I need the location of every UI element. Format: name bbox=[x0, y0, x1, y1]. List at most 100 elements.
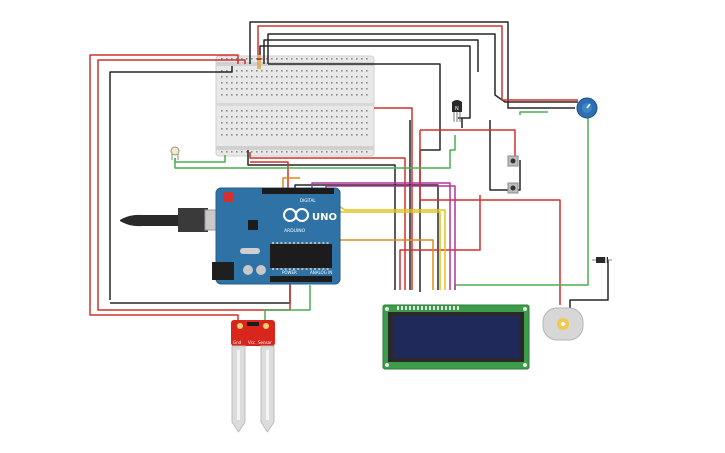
breadboard-hole bbox=[271, 94, 273, 96]
breadboard-hole bbox=[256, 134, 258, 136]
breadboard-hole bbox=[271, 58, 273, 60]
breadboard-hole bbox=[241, 128, 243, 130]
breadboard-hole bbox=[266, 116, 268, 118]
breadboard-hole bbox=[306, 70, 308, 72]
breadboard-hole bbox=[271, 82, 273, 84]
wire-green bbox=[264, 285, 311, 320]
breadboard-hole bbox=[286, 70, 288, 72]
breadboard-hole bbox=[281, 88, 283, 90]
chip-pin bbox=[314, 242, 316, 244]
breadboard-hole bbox=[356, 58, 358, 60]
breadboard-hole bbox=[236, 128, 238, 130]
breadboard-hole bbox=[366, 151, 368, 153]
pushbutton[interactable] bbox=[507, 182, 519, 194]
breadboard-hole bbox=[321, 116, 323, 118]
breadboard-hole bbox=[316, 110, 318, 112]
pushbutton[interactable] bbox=[507, 155, 519, 167]
transistor[interactable]: N bbox=[452, 100, 462, 122]
breadboard-hole bbox=[366, 94, 368, 96]
breadboard-hole bbox=[336, 70, 338, 72]
breadboard-hole bbox=[241, 110, 243, 112]
breadboard-hole bbox=[361, 88, 363, 90]
breadboard-hole bbox=[356, 134, 358, 136]
chip-pin bbox=[288, 268, 291, 270]
breadboard-hole bbox=[256, 76, 258, 78]
breadboard-hole bbox=[331, 76, 333, 78]
breadboard-hole bbox=[341, 88, 343, 90]
breadboard-hole bbox=[271, 116, 273, 118]
breadboard-hole bbox=[236, 116, 238, 118]
dc-motor[interactable] bbox=[542, 307, 584, 341]
wires bbox=[89, 21, 609, 320]
breadboard-hole bbox=[256, 88, 258, 90]
breadboard-hole bbox=[276, 128, 278, 130]
breadboard-hole bbox=[286, 82, 288, 84]
wire-red bbox=[419, 130, 561, 305]
chip-pin bbox=[280, 242, 283, 244]
chip-pin bbox=[305, 242, 308, 244]
breadboard[interactable] bbox=[215, 55, 375, 157]
breadboard-hole bbox=[241, 88, 243, 90]
breadboard-hole bbox=[336, 151, 338, 153]
breadboard-hole bbox=[286, 88, 288, 90]
breadboard-hole bbox=[361, 151, 363, 153]
breadboard-hole bbox=[251, 58, 253, 60]
breadboard-hole bbox=[311, 82, 313, 84]
breadboard-hole bbox=[236, 76, 238, 78]
breadboard-hole bbox=[246, 82, 248, 84]
photoresistor[interactable] bbox=[170, 146, 180, 160]
breadboard-hole bbox=[321, 128, 323, 130]
breadboard-hole bbox=[261, 122, 263, 124]
lcd-pin bbox=[445, 306, 447, 310]
potentiometer[interactable] bbox=[576, 97, 598, 119]
lcd-pin bbox=[405, 306, 407, 310]
breadboard-hole bbox=[276, 122, 278, 124]
breadboard-hole bbox=[306, 76, 308, 78]
breadboard-hole bbox=[361, 110, 363, 112]
breadboard-hole bbox=[281, 122, 283, 124]
arduino-analog-label: ANALOG IN bbox=[310, 270, 332, 275]
breadboard-hole bbox=[331, 116, 333, 118]
breadboard-hole bbox=[296, 70, 298, 72]
resistor[interactable] bbox=[257, 55, 261, 69]
breadboard-hole bbox=[261, 151, 263, 153]
wire-black bbox=[249, 21, 575, 109]
chip-pin bbox=[314, 268, 316, 270]
breadboard-hole bbox=[236, 151, 238, 153]
arduino-uno[interactable]: UNO ARDUINO DIGITAL POWER ANALOG IN bbox=[120, 187, 341, 285]
breadboard-hole bbox=[351, 128, 353, 130]
breadboard-hole bbox=[331, 134, 333, 136]
soil-moisture-sensor[interactable]: Gnd Vcc Sensor bbox=[231, 320, 275, 433]
breadboard-hole bbox=[241, 122, 243, 124]
wire-red bbox=[249, 152, 406, 290]
lcd-display[interactable] bbox=[382, 304, 530, 370]
breadboard-hole bbox=[271, 88, 273, 90]
arduino-brand-label: ARDUINO bbox=[284, 228, 306, 234]
breadboard-hole bbox=[331, 82, 333, 84]
breadboard-hole bbox=[241, 151, 243, 153]
wire-green bbox=[174, 155, 226, 163]
breadboard-hole bbox=[276, 134, 278, 136]
breadboard-hole bbox=[256, 94, 258, 96]
breadboard-hole bbox=[361, 128, 363, 130]
breadboard-hole bbox=[221, 128, 223, 130]
breadboard-hole bbox=[336, 76, 338, 78]
breadboard-hole bbox=[336, 88, 338, 90]
breadboard-hole bbox=[261, 82, 263, 84]
breadboard-hole bbox=[276, 110, 278, 112]
breadboard-hole bbox=[296, 58, 298, 60]
breadboard-hole bbox=[326, 151, 328, 153]
breadboard-hole bbox=[321, 94, 323, 96]
breadboard-hole bbox=[256, 128, 258, 130]
chip-pin bbox=[276, 242, 279, 244]
breadboard-hole bbox=[356, 151, 358, 153]
breadboard-hole bbox=[326, 70, 328, 72]
breadboard-hole bbox=[336, 110, 338, 112]
breadboard-hole bbox=[246, 76, 248, 78]
breadboard-hole bbox=[221, 116, 223, 118]
breadboard-hole bbox=[366, 110, 368, 112]
diode[interactable] bbox=[592, 257, 612, 263]
breadboard-hole bbox=[236, 88, 238, 90]
breadboard-hole bbox=[241, 82, 243, 84]
chip-pin bbox=[318, 242, 321, 244]
